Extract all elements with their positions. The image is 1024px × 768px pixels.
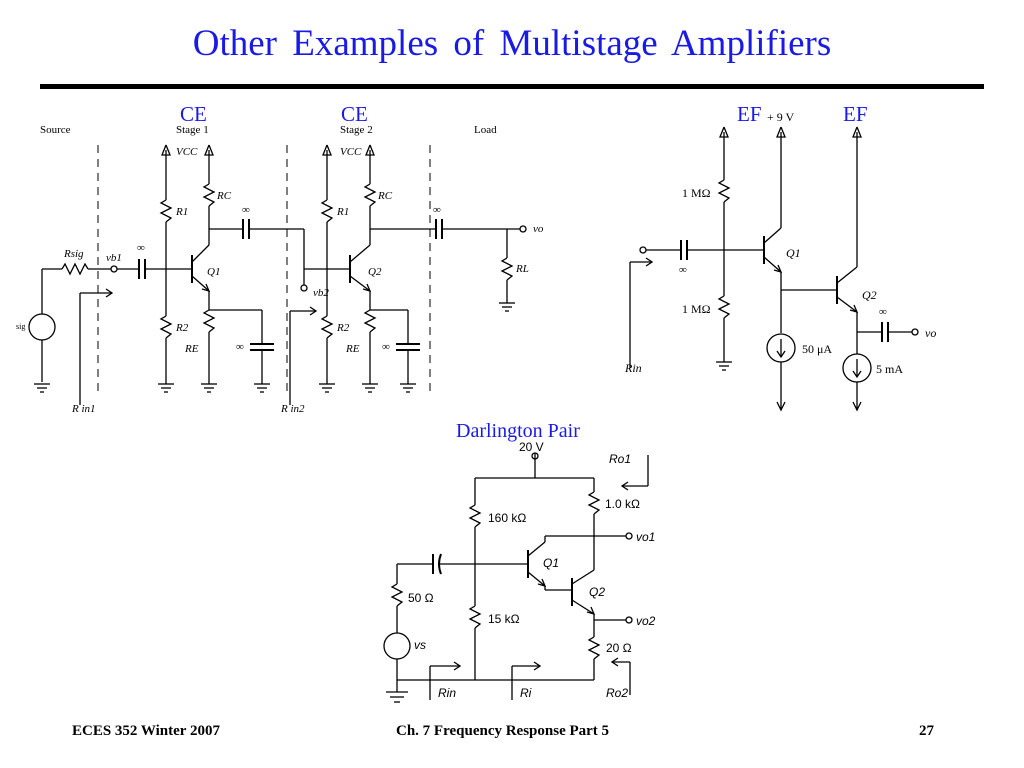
label-ef-q2: Q2 — [862, 288, 877, 302]
label-r1-stage1: R1 — [176, 206, 189, 218]
label-q1: Q1 — [207, 266, 221, 278]
footer-page-number: 27 — [919, 723, 934, 739]
annotation-darlington: Darlington Pair — [456, 420, 580, 442]
label-supply-9v: + 9 V — [767, 110, 795, 124]
label-vs: vs — [414, 638, 426, 652]
label-ro1: Ro1 — [609, 452, 632, 466]
label-vo1: vo1 — [636, 530, 656, 544]
label-ef-q1: Q1 — [786, 246, 801, 260]
label-20ohm: 20 Ω — [606, 641, 632, 655]
label-ef-inf-out: ∞ — [879, 306, 887, 318]
label-rin2: R in2 — [281, 403, 305, 415]
label-vcc2: VCC — [340, 146, 362, 158]
label-rc2: RC — [378, 190, 393, 202]
label-stage1: Stage 1 — [176, 124, 209, 136]
label-load: Load — [474, 124, 497, 136]
label-50ohm: 50 Ω — [408, 591, 434, 605]
label-r2-stage2: R2 — [337, 322, 350, 334]
label-inf-ce2: ∞ — [382, 341, 390, 353]
label-1mohm-top: 1 MΩ — [682, 186, 711, 200]
label-r2-stage1: R2 — [176, 322, 189, 334]
label-rsig: Rsig — [64, 248, 84, 260]
label-vo2: vo2 — [636, 614, 656, 628]
label-1mohm-bottom: 1 MΩ — [682, 302, 711, 316]
label-d-ri: Ri — [520, 686, 532, 700]
annotation-ef-1: EF — [737, 102, 762, 126]
label-dq1: Q1 — [543, 556, 560, 570]
footer-chapter: Ch. 7 Frequency Response Part 5 — [396, 723, 610, 739]
label-source: Source — [40, 124, 71, 136]
label-50ua: 50 μA — [802, 342, 833, 356]
label-dq2: Q2 — [589, 585, 606, 599]
ce-amplifier-circuit — [28, 144, 527, 405]
title-divider — [40, 84, 984, 89]
label-ro2: Ro2 — [606, 686, 629, 700]
label-inf-cap1: ∞ — [137, 242, 145, 254]
label-rin1: R in1 — [72, 403, 96, 415]
annotation-ce-stage2: CE — [341, 102, 368, 126]
ef-cascade-circuit — [629, 126, 919, 412]
footer-course: ECES 352 Winter 2007 — [72, 723, 220, 739]
label-inf-ce1: ∞ — [236, 341, 244, 353]
label-vcc1: VCC — [176, 146, 198, 158]
label-160k: 160 kΩ — [488, 511, 527, 525]
label-q2: Q2 — [368, 266, 382, 278]
label-1k: 1.0 kΩ — [605, 497, 640, 511]
label-sig: sig — [16, 322, 26, 331]
label-vo: vo — [533, 223, 544, 235]
label-5ma: 5 mA — [876, 362, 903, 376]
annotation-ce-stage1: CE — [180, 102, 207, 126]
label-15k: 15 kΩ — [488, 612, 520, 626]
label-inf-cap2: ∞ — [242, 204, 250, 216]
label-r1-stage2: R1 — [337, 206, 350, 218]
darlington-circuit — [383, 452, 649, 703]
label-ef-vo: vo — [925, 326, 937, 340]
label-d-rin: Rin — [438, 686, 457, 700]
label-vb2: vb2 — [313, 287, 329, 299]
label-ef-rin: Rin — [625, 361, 642, 375]
label-re-stage1: RE — [185, 343, 199, 355]
label-inf-cap3: ∞ — [433, 204, 441, 216]
label-rl: RL — [516, 263, 529, 275]
label-stage2: Stage 2 — [340, 124, 373, 136]
label-vb1: vb1 — [106, 252, 122, 264]
label-20v: 20 V — [519, 440, 544, 454]
label-ef-inf-in: ∞ — [679, 264, 687, 276]
slide-title: Other Examples of Multistage Amplifiers — [192, 23, 832, 64]
annotation-ef-2: EF — [843, 102, 868, 126]
label-rc1: RC — [217, 190, 232, 202]
label-re-stage2: RE — [346, 343, 360, 355]
